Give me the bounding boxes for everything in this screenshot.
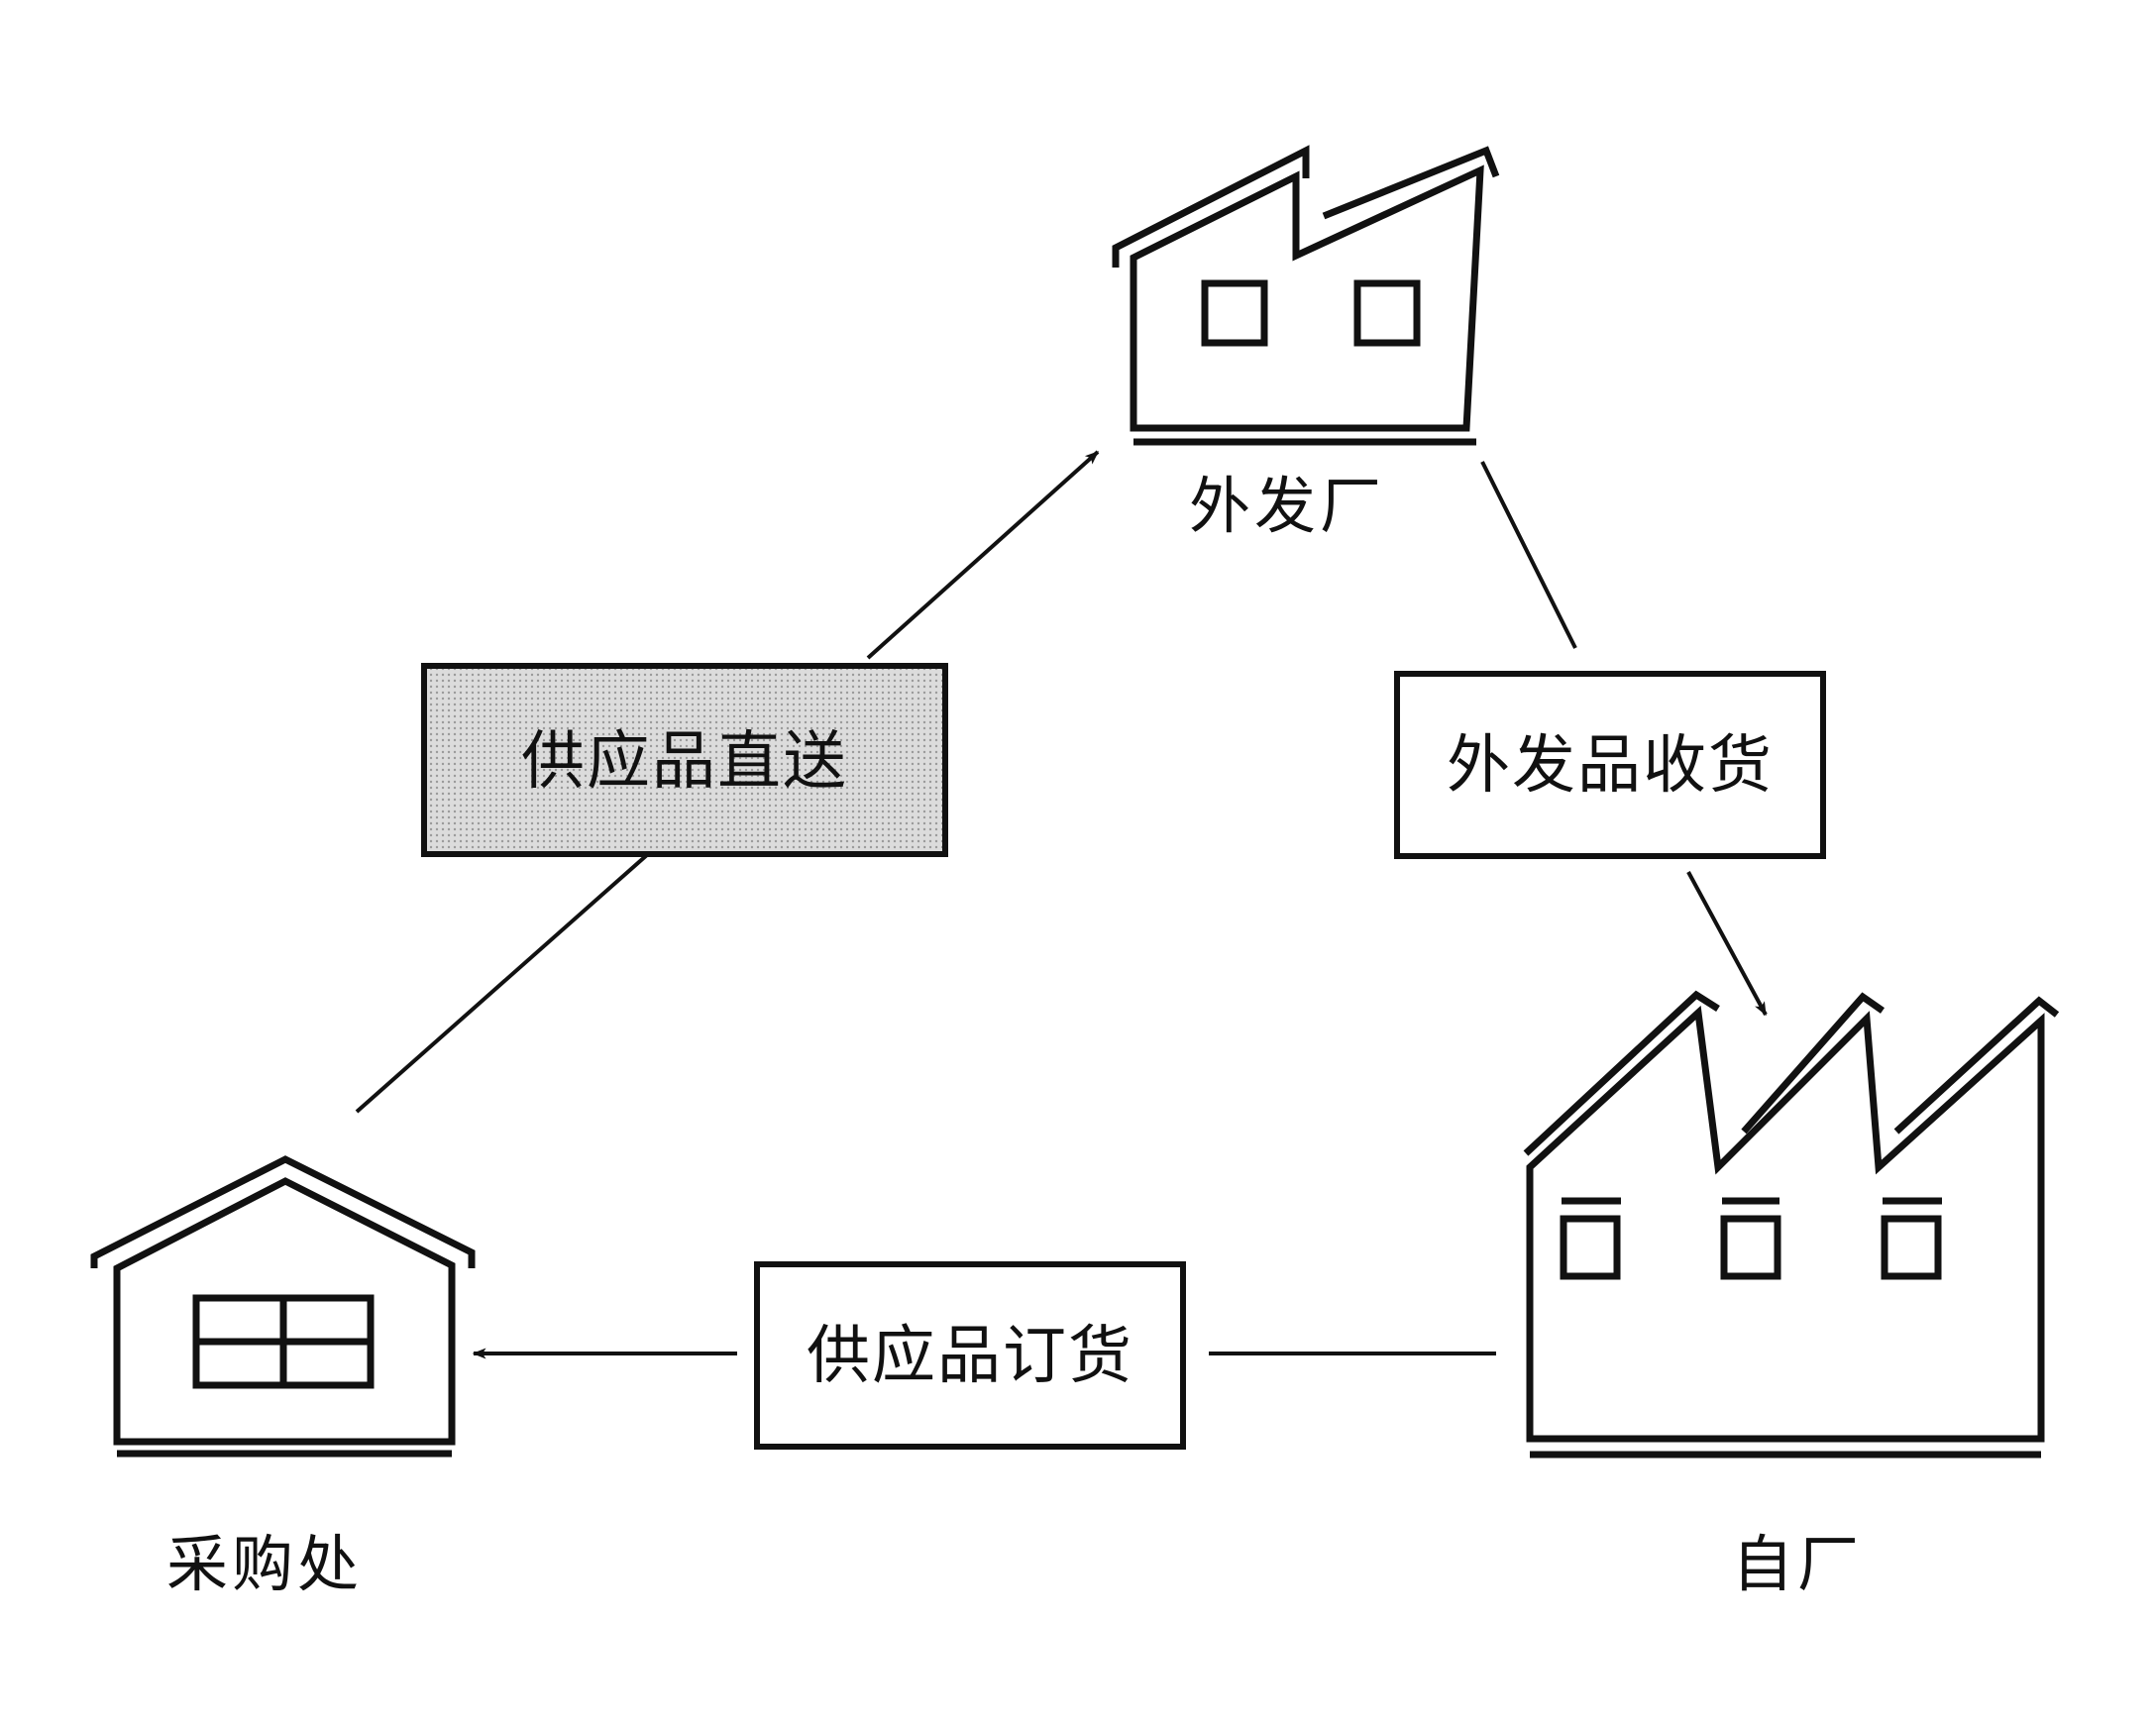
flow-lines [355, 450, 1768, 1359]
supply-order-box: 供应品订货 [754, 1261, 1186, 1450]
direct-supply-line-lower [355, 852, 650, 1114]
direct-supply-label: 供应品直送 [521, 725, 848, 799]
external-factory-icon [1112, 145, 1500, 446]
purchasing-house-icon [90, 1155, 476, 1458]
external-receiving-box: 外发品收货 [1394, 671, 1826, 859]
supply-order-label: 供应品订货 [807, 1320, 1133, 1393]
direct-supply-line-upper [866, 450, 1100, 660]
receiving-line-lower [1686, 871, 1768, 1017]
external-factory-label: 外发厂 [1189, 470, 1385, 542]
purchasing-label: 采购处 [166, 1528, 363, 1600]
receiving-line-upper [1480, 461, 1577, 649]
external-receiving-label: 外发品收货 [1447, 729, 1774, 803]
own-factory-icon [1523, 990, 2060, 1459]
own-factory-label: 自厂 [1732, 1528, 1863, 1600]
direct-supply-box: 供应品直送 [421, 663, 948, 857]
